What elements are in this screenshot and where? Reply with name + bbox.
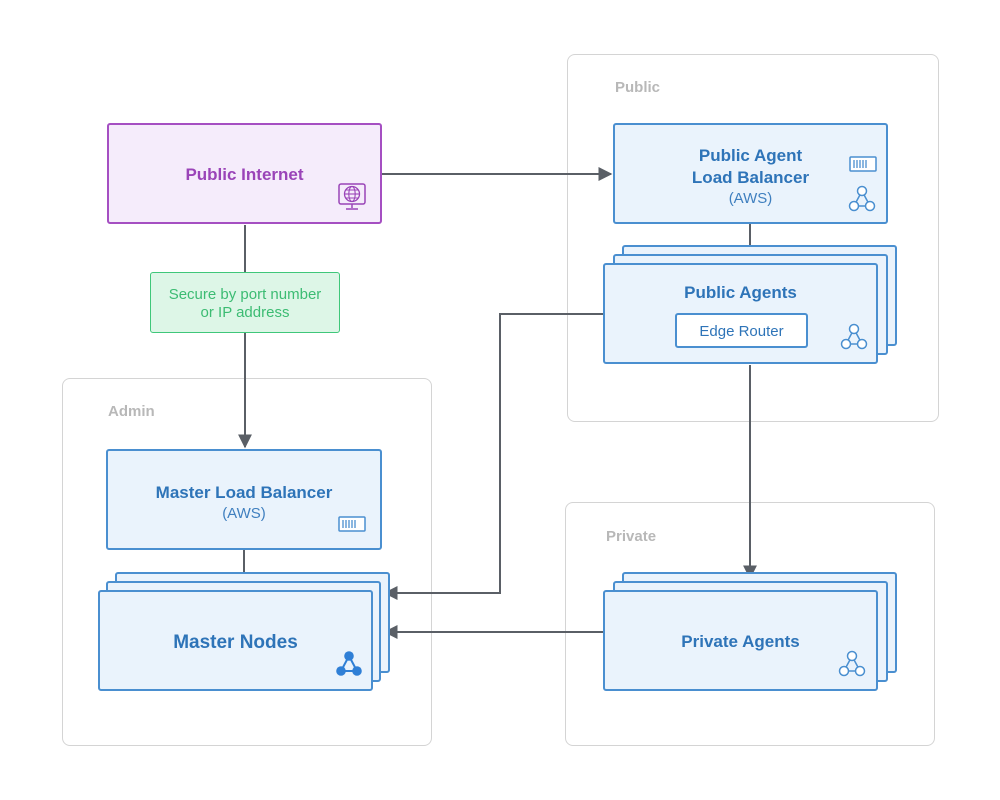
admin-zone-label: Admin [108, 403, 155, 420]
admin-zone [62, 378, 432, 746]
edge-router-label: Edge Router [699, 323, 784, 340]
cluster-icon [838, 650, 866, 677]
public-lb-subtitle: (AWS) [728, 190, 773, 207]
globe-icon [338, 183, 366, 210]
master-load-balancer-node: Master Load Balancer (AWS) [106, 449, 382, 550]
master-nodes-label: Master Nodes [173, 632, 298, 653]
load-balancer-icon [338, 516, 366, 532]
public-zone [567, 54, 939, 422]
public-agents-node: Public Agents Edge Router [603, 263, 878, 364]
public-internet-node: Public Internet [107, 123, 382, 224]
master-lb-subtitle: (AWS) [222, 505, 266, 522]
public-lb-title-line1: Public Agent [698, 146, 803, 165]
private-zone-label: Private [606, 528, 657, 545]
arrow-public-agents-to-master-nodes [383, 313, 603, 600]
private-agents-label: Private Agents [681, 632, 800, 651]
private-agents-node: Private Agents [603, 590, 878, 691]
cluster-icon [336, 651, 362, 676]
public-agents-label: Public Agents [684, 283, 797, 302]
public-lb-title-line2: Load Balancer [691, 168, 810, 187]
public-internet-label: Public Internet [185, 165, 304, 184]
load-balancer-icon [849, 156, 877, 172]
secure-note: Secure by port number or IP address [150, 272, 340, 333]
public-agent-load-balancer-node: Public Agent Load Balancer (AWS) [613, 123, 888, 224]
master-nodes-node: Master Nodes [98, 590, 373, 691]
secure-note-line2: or IP address [200, 304, 290, 321]
cluster-icon [840, 323, 868, 350]
edge-router-box: Edge Router [675, 313, 808, 348]
secure-note-line1: Secure by port number [168, 286, 322, 303]
master-lb-title: Master Load Balancer [155, 483, 333, 502]
cluster-icon [848, 185, 876, 212]
public-zone-label: Public [615, 79, 661, 96]
